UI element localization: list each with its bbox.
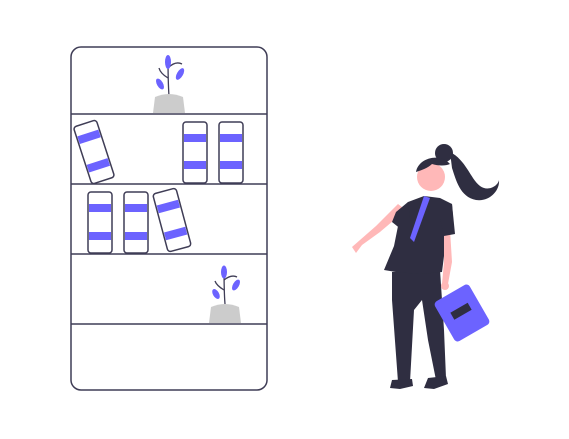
bookshelf-frame bbox=[70, 46, 268, 391]
hair-ponytail bbox=[450, 152, 500, 201]
plant-icon bbox=[212, 265, 240, 305]
hand bbox=[441, 282, 449, 290]
book-icon bbox=[182, 121, 208, 184]
left-shoe bbox=[390, 379, 413, 389]
torso bbox=[384, 196, 454, 274]
head bbox=[417, 163, 445, 191]
left-arm bbox=[352, 204, 406, 253]
hair bbox=[416, 157, 450, 172]
person-icon bbox=[352, 144, 500, 389]
book-icon bbox=[218, 121, 244, 184]
plant-icon bbox=[156, 55, 185, 97]
left-sleeve bbox=[392, 202, 410, 230]
collar bbox=[410, 196, 430, 242]
bookshelf-icon bbox=[70, 46, 268, 391]
book-icon bbox=[73, 119, 115, 185]
book-icon bbox=[123, 191, 149, 254]
legs bbox=[392, 270, 446, 382]
book-icon bbox=[152, 187, 192, 253]
vase-icon bbox=[153, 94, 185, 113]
vase-icon bbox=[209, 304, 241, 323]
right-arm bbox=[442, 230, 452, 284]
book-icon bbox=[434, 284, 490, 342]
hair-bun bbox=[435, 144, 453, 162]
right-sleeve bbox=[440, 202, 455, 236]
book-icon bbox=[87, 191, 113, 254]
right-shoe bbox=[424, 376, 448, 389]
